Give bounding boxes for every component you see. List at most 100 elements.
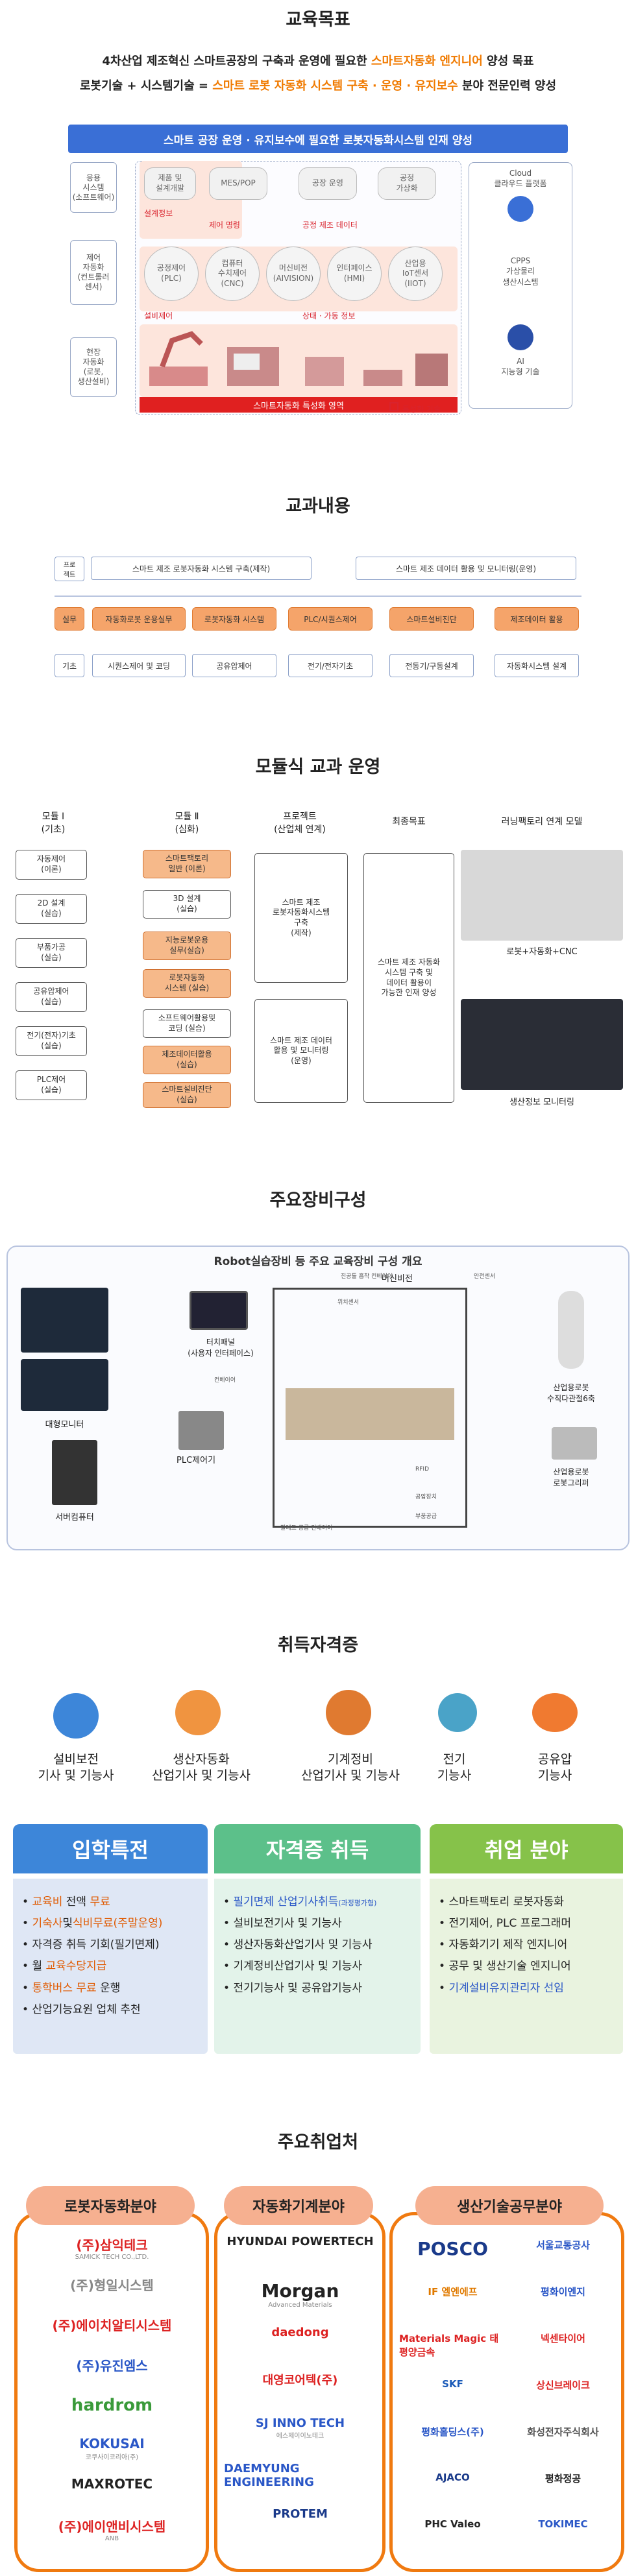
legend-label: 특성화 기술 bbox=[402, 405, 441, 414]
equip-label-server: 서버컴퓨터 bbox=[55, 1513, 94, 1523]
panel-2-item: • 필기면제 산업기사취득(과정평가형) bbox=[223, 1896, 377, 1908]
curr-mid-box-5: 제조데이터 활용 bbox=[495, 607, 579, 631]
curr-bot-box-1: 시퀀스제어 및 코딩 bbox=[92, 654, 186, 677]
goals-line1-suffix: 양성 목표 bbox=[482, 54, 534, 68]
mod-head-1: 모듈 Ⅰ (기초) bbox=[41, 812, 66, 835]
mod2-item-3: 지능로봇운용 실무(실습) bbox=[143, 932, 231, 960]
company-logo-machine: PROTEM bbox=[273, 2507, 328, 2521]
company-category-3: 생산기술공무분야 bbox=[415, 2186, 604, 2225]
label-control: 제어 명령 bbox=[209, 221, 240, 230]
company-logo-production: IF 엘엔에프 bbox=[428, 2286, 478, 2298]
mod1-item-5: 전기(전자)기초 (실습) bbox=[16, 1026, 87, 1056]
goals-top-box-2: MES/POP bbox=[209, 167, 267, 200]
label-design: 설계정보 bbox=[144, 209, 173, 218]
learning-factory-image-2 bbox=[461, 999, 623, 1090]
goals-top-box-4: 공정 가상화 bbox=[378, 167, 436, 200]
panel-body-2: • 필기면제 산업기사취득(과정평가형) • 설비보전기사 및 기능사 • 생산자동… bbox=[214, 1879, 421, 2054]
equip-small-7: 부품공급 bbox=[415, 1513, 437, 1520]
curr-top-box-2: 스마트 제조 데이터 활용 및 모니터링(운영) bbox=[356, 557, 576, 580]
goals-circle-hmi: 인터페이스 (HMI) bbox=[327, 247, 382, 301]
curr-bot-box-4: 전동기/구동설계 bbox=[389, 654, 474, 677]
panel-1-item: • 교육비 전액 무료 bbox=[22, 1896, 110, 1908]
cert-item-3: 기계정비 산업기사 및 기능사 bbox=[301, 1752, 400, 1783]
factory-equipment-illustration bbox=[149, 331, 448, 386]
company-logo-machine: daedong bbox=[271, 2326, 329, 2339]
label-collect: 공정 제조 데이터 bbox=[302, 221, 358, 230]
curr-mid-box-2: 로봇자동화 시스템 bbox=[192, 607, 276, 631]
panel-1-item: • 자격증 취득 기회(필기면제) bbox=[22, 1938, 160, 1952]
gear-icon bbox=[53, 1693, 99, 1739]
curr-bot-box-5: 자동화시스템 설계 bbox=[495, 654, 579, 677]
companies-title: 주요취업처 bbox=[277, 2132, 359, 2152]
curr-mid-box-3: PLC/시퀀스제어 bbox=[288, 607, 373, 631]
company-logo-production: 넥센타이어 bbox=[540, 2333, 585, 2344]
company-logo-production: 서울교통공사 bbox=[536, 2239, 590, 2251]
touch-panel-icon bbox=[190, 1291, 248, 1330]
curriculum-title: 교과내용 bbox=[286, 496, 350, 516]
right-item-ai: AI 지능형 기술 bbox=[501, 357, 540, 376]
label-state: 상태 · 가동 정보 bbox=[302, 311, 356, 320]
panel-1-item: • 월 교육수당지급 bbox=[22, 1960, 107, 1973]
equip-small-4: 위치센서 bbox=[337, 1299, 360, 1306]
curr-mid-box-1: 자동화로봇 운용실무 bbox=[92, 607, 186, 631]
goals-circle-plc: 공정제어 (PLC) bbox=[144, 247, 199, 301]
right-item-cloud: Cloud 클라우드 플랫폼 bbox=[494, 169, 547, 188]
panel-3-item: • 공무 및 생산기술 엔지니어 bbox=[439, 1960, 571, 1973]
cert-item-4: 전기 기능사 bbox=[437, 1752, 472, 1783]
company-column-machine bbox=[214, 2212, 385, 2572]
company-logo-production: TOKIMEC bbox=[538, 2518, 588, 2530]
equip-small-6: 공압장치 bbox=[415, 1494, 437, 1500]
company-logo-production: 평화홀딩스(주) bbox=[421, 2426, 484, 2438]
goals-top-box-1: 제품 및 설계개발 bbox=[144, 167, 196, 200]
curr-mid-box-4: 스마트설비진단 bbox=[389, 607, 474, 631]
goals-bottom-bar: 스마트자동화 특성화 영역 bbox=[140, 397, 458, 413]
company-logo-machine: DAEMYUNG ENGINEERING bbox=[224, 2462, 314, 2489]
panel-2-item: • 생산자동화산업기사 및 기능사 bbox=[223, 1938, 373, 1952]
compressor-icon bbox=[532, 1693, 578, 1732]
company-category-1: 로봇자동화분야 bbox=[26, 2186, 195, 2225]
goals-circle-vision: 머신비전 (AIVISION) bbox=[266, 247, 321, 301]
curr-top-box-1: 스마트 제조 로봇자동화 시스템 구축(제작) bbox=[91, 557, 312, 580]
mod2-item-7: 스마트설비진단 (실습) bbox=[143, 1082, 231, 1108]
mod1-item-6: PLC제어 (실습) bbox=[16, 1070, 87, 1100]
panel-2-item: • 설비보전기사 및 기능사 bbox=[223, 1917, 342, 1931]
learning-factory-image-1 bbox=[461, 850, 623, 941]
project-box-2: 스마트 제조 데이터 활용 및 모니터링 (운영) bbox=[254, 999, 348, 1103]
mod1-item-4: 공유압제어 (실습) bbox=[16, 982, 87, 1012]
company-logo-machine: HYUNDAI POWERTECH bbox=[226, 2235, 374, 2248]
goals-line2-text: 로봇기술 + 시스템기술 = bbox=[79, 79, 213, 93]
mod2-item-5: 소프트웨어활용및 코딩 (실습) bbox=[143, 1009, 231, 1038]
curr-top-label: 프로 젝트 bbox=[55, 557, 84, 581]
plc-controller-icon bbox=[178, 1411, 224, 1450]
company-logo-production: Materials Magic 태평양금속 bbox=[399, 2333, 499, 2358]
right-item-cpps: CPPS 가상물리 생산시스템 bbox=[502, 256, 539, 287]
company-logo-production: PHC Valeo bbox=[424, 2518, 481, 2530]
equip-small-2: 컨베이어 bbox=[214, 1377, 236, 1384]
mod1-item-2: 2D 설계 (실습) bbox=[16, 894, 87, 924]
equip-label-plc: PLC제어기 bbox=[177, 1456, 216, 1465]
goals-top-box-3: 공장 운영 bbox=[299, 167, 357, 200]
company-logo-robot: MAXROTEC bbox=[71, 2476, 153, 2492]
equip-small-3: 안전센서 bbox=[474, 1273, 496, 1280]
curr-mid-label: 실무 bbox=[55, 607, 84, 631]
goals-line1: 4차산업 제조혁신 스마트공장의 구축과 운영에 필요한 스마트자동화 엔지니어… bbox=[0, 52, 636, 69]
curr-bot-box-2: 공유압제어 bbox=[192, 654, 276, 677]
company-column-robot bbox=[14, 2212, 209, 2572]
company-logo-production: 평화정공 bbox=[544, 2473, 581, 2485]
dashboard-screen-2 bbox=[21, 1359, 108, 1411]
panel-head-3: 취업 분야 bbox=[430, 1824, 623, 1873]
panel-3-item: • 스마트팩토리 로봇자동화 bbox=[439, 1896, 564, 1908]
robot-base-shape bbox=[149, 367, 208, 386]
goals-line1-highlight: 스마트자동화 엔지니어 bbox=[371, 54, 483, 68]
goals-title: 교육목표 bbox=[286, 10, 350, 30]
goals-line2-highlight: 스마트 로봇 자동화 시스템 구축 · 운영 · 유지보수 bbox=[212, 79, 458, 93]
equip-small-5: RFID bbox=[415, 1466, 430, 1473]
project-box-1: 스마트 제조 로봇자동화시스템 구축 (제작) bbox=[254, 853, 348, 983]
equipment-title: 주요장비구성 bbox=[269, 1190, 367, 1210]
company-logo-production: POSCO bbox=[417, 2238, 488, 2259]
company-logo-robot: (주)유진엠스 bbox=[76, 2358, 148, 2374]
company-logo-production: 평화이엔지 bbox=[540, 2286, 585, 2298]
panel-body-3: • 스마트팩토리 로봇자동화• 전기제어, PLC 프로그래머• 자동화기기 제… bbox=[430, 1879, 623, 2054]
